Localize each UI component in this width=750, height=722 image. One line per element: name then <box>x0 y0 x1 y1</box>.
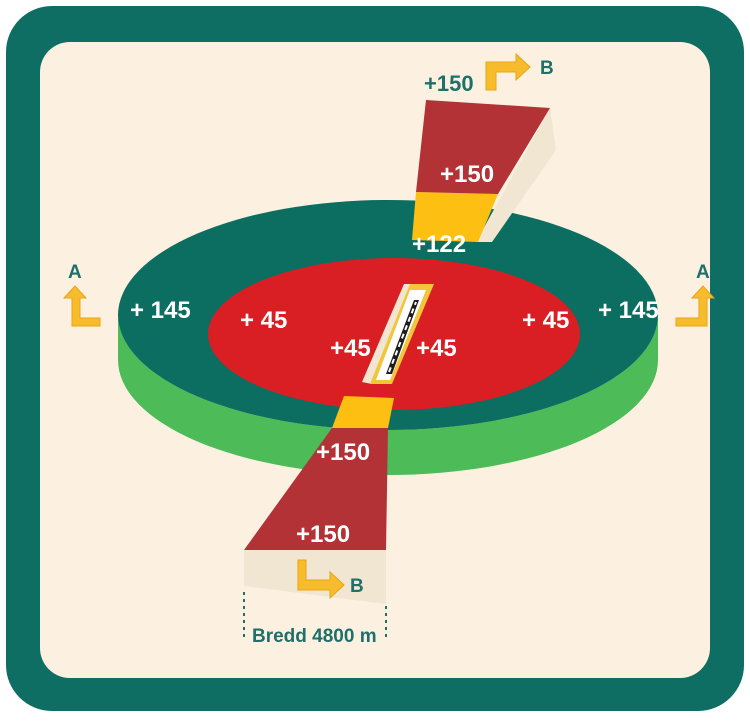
arrow-a-left-icon <box>62 285 101 327</box>
south-ramp-top <box>244 428 388 550</box>
label-north-ramp-top: +150 <box>424 71 474 96</box>
south-ramp-low <box>332 396 394 428</box>
north-ramp-low <box>412 192 498 242</box>
label-north-ramp-base: +122 <box>412 231 466 258</box>
outer-ring-side <box>118 315 658 475</box>
center-channel-dashes <box>388 301 417 373</box>
label-inner-right: + 45 <box>522 307 569 334</box>
label-north-ramp-mid: +150 <box>440 161 494 188</box>
section-marker-a-left: A <box>68 262 82 283</box>
label-south-ramp-lower: +150 <box>296 521 350 548</box>
arrow-b-bottom-icon <box>297 559 345 600</box>
label-outer-right: + 145 <box>598 297 659 324</box>
section-marker-a-right: A <box>696 262 710 283</box>
label-center-right: +45 <box>416 335 457 362</box>
south-ramp-side <box>244 550 386 604</box>
arrow-a-right-icon <box>675 285 716 327</box>
center-channel-side <box>362 284 412 384</box>
width-label: Bredd 4800 m <box>252 626 377 647</box>
section-marker-b-top: B <box>540 58 554 79</box>
label-center-left: +45 <box>330 335 371 362</box>
label-inner-left: + 45 <box>240 307 287 334</box>
section-marker-b-bottom: B <box>350 576 364 597</box>
arrow-b-top-icon <box>485 52 531 91</box>
label-outer-left: + 145 <box>130 297 191 324</box>
north-ramp-side <box>476 108 556 242</box>
north-ramp-top <box>416 100 550 194</box>
label-south-ramp-upper: +150 <box>316 439 370 466</box>
